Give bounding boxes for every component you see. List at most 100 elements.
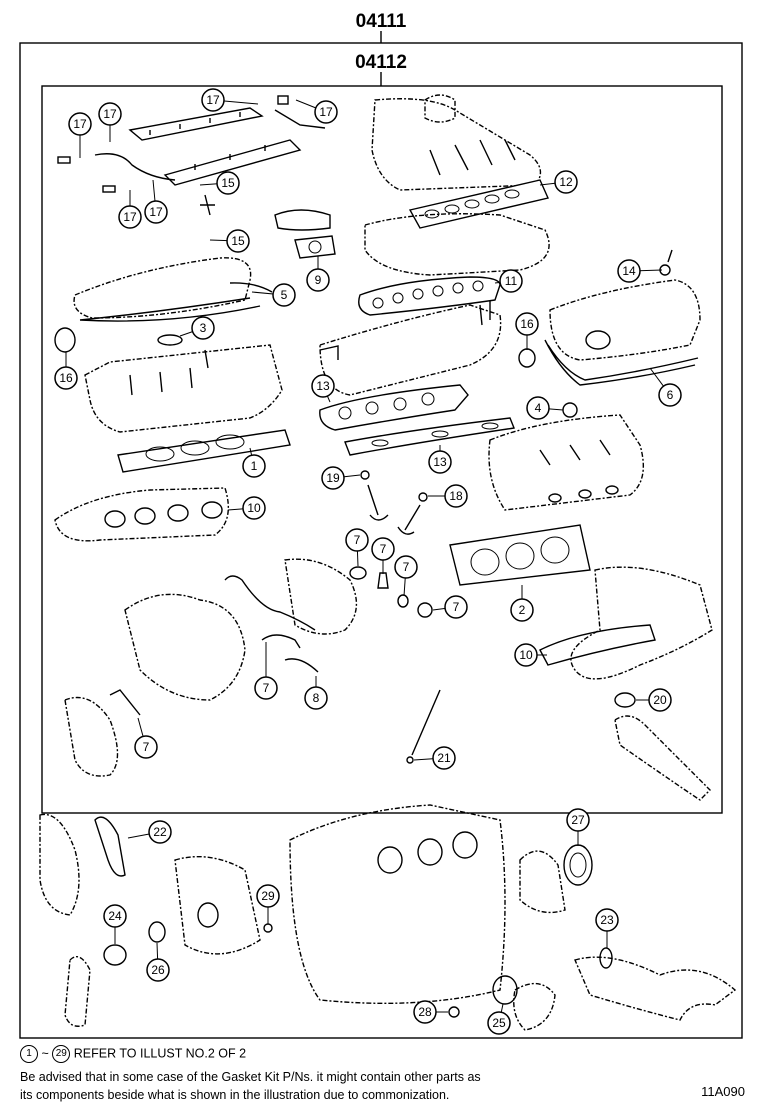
callout-number: 3	[200, 321, 207, 335]
callout-circle	[272, 283, 296, 307]
callout-circle	[444, 484, 468, 508]
callout-circle	[617, 259, 641, 283]
callout-15: 15	[209, 229, 250, 253]
callout-circle	[428, 450, 452, 474]
callout-3: 3	[179, 316, 215, 340]
exhaust-pipe	[614, 715, 711, 801]
callout-13: 13	[428, 445, 452, 474]
timing-belt-seal	[224, 575, 316, 631]
callout-23: 23	[595, 908, 619, 948]
callout-number: 5	[281, 288, 288, 302]
callout-number: 17	[149, 205, 163, 219]
callout-circle	[514, 643, 538, 667]
callout-17: 17	[201, 88, 259, 112]
callout-circle	[394, 555, 418, 579]
callout-number: 16	[59, 371, 73, 385]
callout-number: 7	[453, 600, 460, 614]
callout-29: 29	[256, 884, 280, 924]
callout-5: 5	[251, 283, 296, 307]
callout-circle	[242, 454, 266, 478]
callout-number: 25	[492, 1016, 506, 1030]
callout-number: 7	[354, 533, 361, 547]
callout-17: 17	[144, 179, 168, 224]
callout-22: 22	[127, 820, 172, 844]
head-gasket-left	[117, 429, 291, 473]
callout-number: 17	[319, 105, 333, 119]
callout-7: 7	[371, 537, 395, 574]
callout-number: 10	[247, 501, 261, 515]
callout-26: 26	[146, 942, 170, 982]
callout-circle	[118, 205, 142, 229]
head-gasket-right	[449, 524, 591, 586]
callout-circle	[345, 528, 369, 552]
callout-circle	[103, 904, 127, 928]
callout-circle	[304, 686, 328, 710]
callout-number: 19	[326, 471, 340, 485]
outer-parts-drawing	[39, 804, 737, 1031]
oil-pan-seal	[261, 634, 301, 649]
callout-number: 13	[433, 455, 447, 469]
valve-cover-rear	[549, 279, 701, 361]
callout-number: 1	[251, 459, 258, 473]
ref-text: REFER TO ILLUST NO.2 OF 2	[73, 1046, 247, 1061]
cylinder-head-right	[488, 414, 644, 511]
callout-circle	[432, 746, 456, 770]
callout-circle	[510, 598, 534, 622]
callout-circle	[216, 171, 240, 195]
callout-2: 2	[510, 585, 534, 622]
rear-seal-retainer	[519, 850, 566, 914]
callout-circle	[526, 396, 550, 420]
callout-10: 10	[514, 643, 547, 667]
callout-number: 28	[418, 1005, 432, 1019]
callout-circle	[134, 735, 158, 759]
ref-start-circle: 1	[20, 1045, 38, 1063]
advice-line-2: its components beside what is shown in t…	[20, 1088, 450, 1102]
callout-number: 9	[315, 273, 322, 287]
callout-number: 7	[263, 681, 270, 695]
callout-circle	[98, 102, 122, 126]
callout-circle	[148, 820, 172, 844]
oil-strainer	[574, 956, 737, 1021]
callout-circle	[648, 688, 672, 712]
timing-cover-upper	[124, 593, 246, 701]
callout-number: 24	[108, 909, 122, 923]
callout-7: 7	[254, 642, 278, 700]
parts-drawing	[54, 94, 713, 801]
callout-circle	[413, 1000, 437, 1024]
callout-12: 12	[539, 170, 578, 194]
callout-27: 27	[566, 808, 590, 846]
callout-circle	[554, 170, 578, 194]
outer-kit-box	[19, 42, 743, 1039]
callout-21: 21	[413, 746, 456, 770]
callout-circle	[658, 383, 682, 407]
callout-circle	[242, 496, 266, 520]
callout-number: 8	[313, 691, 320, 705]
callout-8: 8	[304, 676, 328, 710]
callout-20: 20	[636, 688, 672, 712]
dipstick-guide	[411, 689, 441, 756]
callout-number: 29	[261, 889, 275, 903]
callout-25: 25	[487, 1003, 511, 1035]
callout-number: 18	[449, 489, 463, 503]
advice-line-1: Be advised that in some case of the Gask…	[20, 1070, 481, 1084]
ref-end-circle: 29	[52, 1045, 71, 1063]
callout-number: 27	[571, 813, 585, 827]
intake-plenum	[371, 98, 542, 191]
valve-cover-left	[73, 257, 252, 319]
valve-intake	[367, 484, 389, 521]
inner-kit-number: 04112	[355, 52, 407, 73]
exhaust-manifold-gasket-right	[539, 624, 656, 666]
callout-circle	[254, 676, 278, 700]
callout-13: 13	[311, 374, 335, 403]
ref-tilde: ~	[41, 1046, 49, 1061]
water-inlet	[64, 956, 91, 1027]
callout-circle	[371, 537, 395, 561]
valve-cover-right	[319, 304, 502, 396]
exhaust-manifold-right	[570, 566, 713, 680]
valve-cover-gasket-left	[79, 297, 261, 322]
callout-4: 4	[526, 396, 564, 420]
callout-number: 22	[153, 825, 167, 839]
callout-1: 1	[242, 447, 266, 478]
